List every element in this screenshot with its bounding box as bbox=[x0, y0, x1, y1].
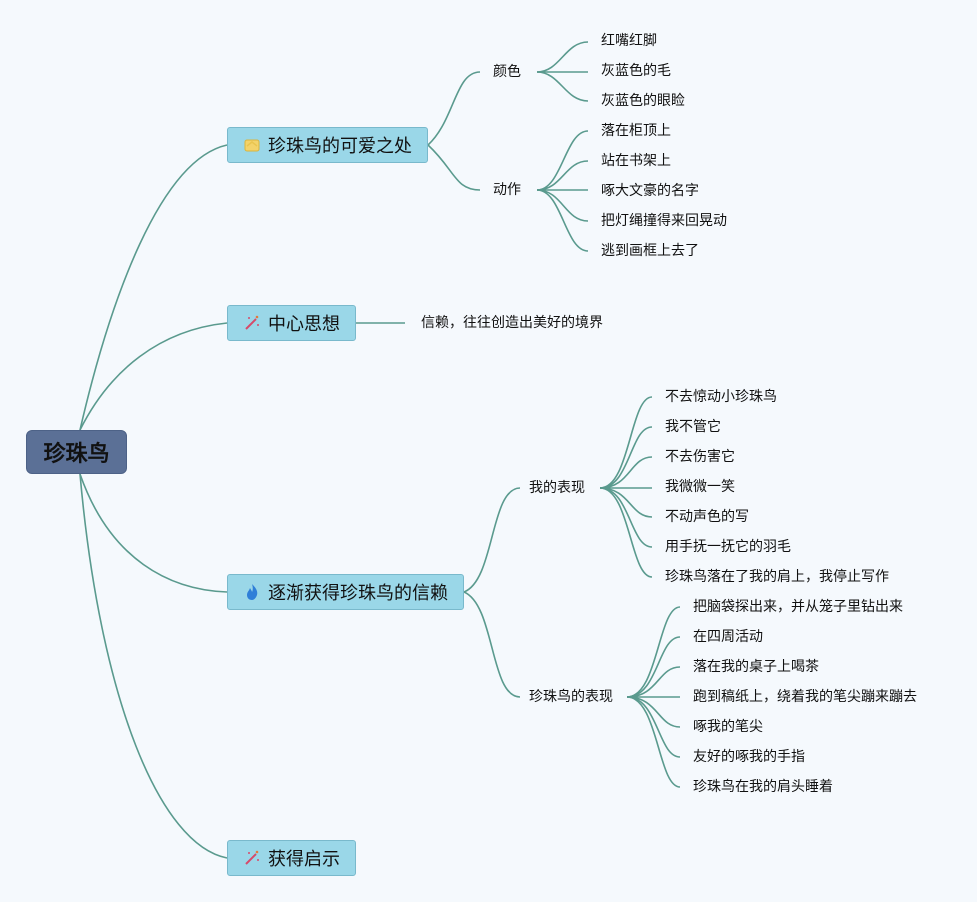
edge-me-l3 bbox=[599, 456, 653, 489]
sub-color[interactable]: 颜色 bbox=[491, 63, 523, 81]
leaf-action[interactable]: 啄大文豪的名字 bbox=[599, 182, 701, 200]
edge-bird-l6 bbox=[626, 696, 681, 758]
flame-icon bbox=[242, 582, 262, 602]
leaf-color[interactable]: 红嘴红脚 bbox=[599, 32, 659, 50]
edge-b1-color bbox=[427, 71, 481, 146]
sub-me[interactable]: 我的表现 bbox=[527, 479, 587, 497]
edge-root-b4 bbox=[79, 473, 228, 859]
root-node[interactable]: 珍珠鸟 bbox=[26, 430, 127, 474]
leaf-bird[interactable]: 珍珠鸟在我的肩头睡着 bbox=[691, 778, 835, 796]
edge-action-l2 bbox=[536, 160, 589, 191]
edge-b3-bird bbox=[463, 591, 521, 698]
edge-action-l4 bbox=[536, 189, 589, 222]
edge-action-l1 bbox=[536, 130, 589, 191]
leaf-action[interactable]: 把灯绳撞得来回晃动 bbox=[599, 212, 729, 230]
edge-root-b3 bbox=[79, 473, 228, 593]
sub-action[interactable]: 动作 bbox=[491, 181, 523, 199]
leaf-action[interactable]: 逃到画框上去了 bbox=[599, 242, 701, 260]
branch-insight[interactable]: 获得启示 bbox=[227, 840, 356, 876]
leaf-me[interactable]: 用手抚一抚它的羽毛 bbox=[663, 538, 793, 556]
edge-me-l7 bbox=[599, 487, 653, 578]
edge-b3-me bbox=[463, 487, 521, 593]
branch-trust[interactable]: 逐渐获得珍珠鸟的信赖 bbox=[227, 574, 464, 610]
leaf-bird[interactable]: 落在我的桌子上喝茶 bbox=[691, 658, 821, 676]
edge-me-l1 bbox=[599, 396, 653, 489]
branch-trust-label: 逐渐获得珍珠鸟的信赖 bbox=[268, 583, 448, 604]
edge-bird-l7 bbox=[626, 696, 681, 788]
edge-action-l5 bbox=[536, 189, 589, 252]
sub-idea-text[interactable]: 信赖，往往创造出美好的境界 bbox=[419, 314, 605, 332]
root-label: 珍珠鸟 bbox=[43, 442, 110, 467]
leaf-me[interactable]: 不去伤害它 bbox=[663, 448, 737, 466]
edge-bird-l3 bbox=[626, 666, 681, 698]
leaf-me[interactable]: 我微微一笑 bbox=[663, 478, 737, 496]
leaf-bird[interactable]: 友好的啄我的手指 bbox=[691, 748, 807, 766]
leaf-me[interactable]: 不去惊动小珍珠鸟 bbox=[663, 388, 779, 406]
leaf-color[interactable]: 灰蓝色的毛 bbox=[599, 62, 673, 80]
edge-color-l1 bbox=[536, 41, 589, 73]
leaf-me[interactable]: 不动声色的写 bbox=[663, 508, 751, 526]
edge-bird-l5 bbox=[626, 696, 681, 728]
branch-insight-label: 获得启示 bbox=[268, 849, 340, 870]
magic-wand-icon bbox=[242, 848, 262, 868]
edge-bird-l2 bbox=[626, 636, 681, 698]
crown-icon bbox=[242, 135, 262, 155]
edge-bird-l1 bbox=[626, 606, 681, 698]
magic-wand-icon bbox=[242, 313, 262, 333]
leaf-action[interactable]: 站在书架上 bbox=[599, 152, 673, 170]
branch-idea[interactable]: 中心思想 bbox=[227, 305, 356, 341]
leaf-me[interactable]: 珍珠鸟落在了我的肩上，我停止写作 bbox=[663, 568, 891, 586]
leaf-bird[interactable]: 啄我的笔尖 bbox=[691, 718, 765, 736]
edge-root-b2 bbox=[79, 322, 228, 431]
leaf-bird[interactable]: 跑到稿纸上，绕着我的笔尖蹦来蹦去 bbox=[691, 688, 919, 706]
edge-me-l6 bbox=[599, 487, 653, 548]
branch-cute-label: 珍珠鸟的可爱之处 bbox=[268, 136, 412, 157]
sub-bird[interactable]: 珍珠鸟的表现 bbox=[527, 688, 615, 706]
leaf-action[interactable]: 落在柜顶上 bbox=[599, 122, 673, 140]
leaf-me[interactable]: 我不管它 bbox=[663, 418, 723, 436]
branch-cute[interactable]: 珍珠鸟的可爱之处 bbox=[227, 127, 428, 163]
leaf-bird[interactable]: 在四周活动 bbox=[691, 628, 765, 646]
edge-color-l3 bbox=[536, 71, 589, 102]
leaf-color[interactable]: 灰蓝色的眼睑 bbox=[599, 92, 687, 110]
leaf-bird[interactable]: 把脑袋探出来，并从笼子里钻出来 bbox=[691, 598, 905, 616]
branch-idea-label: 中心思想 bbox=[268, 314, 340, 335]
edge-root-b1 bbox=[79, 144, 228, 431]
edge-b1-action bbox=[427, 144, 481, 191]
edge-me-l2 bbox=[599, 426, 653, 489]
